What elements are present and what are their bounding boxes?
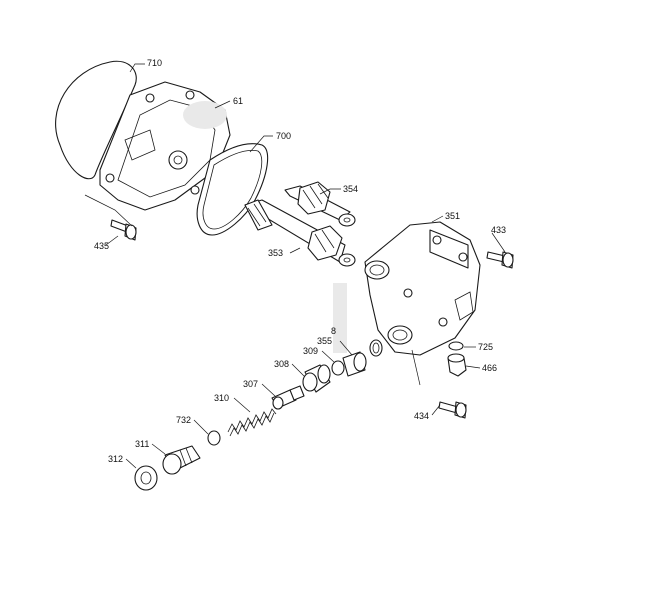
obscured-region-top bbox=[183, 101, 227, 129]
callout-307: 307 bbox=[243, 379, 258, 389]
o-ring-732 bbox=[207, 430, 221, 446]
callout-312: 312 bbox=[108, 454, 123, 464]
callout-309: 309 bbox=[303, 346, 318, 356]
callout-710: 710 bbox=[147, 58, 162, 68]
seal-725 bbox=[448, 341, 464, 351]
plug-311 bbox=[162, 445, 201, 475]
drive-shaft-353 bbox=[244, 199, 356, 267]
spring-310 bbox=[227, 408, 277, 437]
pump-body-351 bbox=[364, 221, 481, 356]
gear-shaft-354 bbox=[284, 181, 356, 227]
callout-8: 8 bbox=[331, 326, 336, 336]
callout-732: 732 bbox=[176, 415, 191, 425]
gasket-710 bbox=[55, 60, 137, 180]
callout-351: 351 bbox=[445, 211, 460, 221]
gasket-700 bbox=[196, 143, 269, 236]
bolt-433 bbox=[486, 251, 514, 269]
callout-308: 308 bbox=[274, 359, 289, 369]
callout-labels: 710 61 700 354 351 433 435 353 8 355 725… bbox=[94, 58, 506, 464]
callout-435: 435 bbox=[94, 241, 109, 251]
callout-725: 725 bbox=[478, 342, 493, 352]
callout-434: 434 bbox=[414, 411, 429, 421]
bolt-435 bbox=[110, 219, 137, 241]
o-ring-355 bbox=[369, 339, 383, 357]
callout-61: 61 bbox=[233, 96, 243, 106]
piston-307 bbox=[271, 385, 305, 410]
plug-466 bbox=[447, 353, 467, 377]
leader-lines bbox=[84, 63, 506, 469]
callout-353: 353 bbox=[268, 248, 283, 258]
washer-312 bbox=[134, 465, 158, 491]
seat-309 bbox=[331, 351, 367, 377]
callout-354: 354 bbox=[343, 184, 358, 194]
callout-311: 311 bbox=[135, 439, 149, 449]
sleeve-308 bbox=[302, 364, 331, 393]
obscured-region-middle bbox=[333, 283, 347, 353]
callout-700: 700 bbox=[276, 131, 291, 141]
bolt-434 bbox=[438, 401, 467, 419]
callout-466: 466 bbox=[482, 363, 497, 373]
callout-310: 310 bbox=[214, 393, 229, 403]
callout-355: 355 bbox=[317, 336, 332, 346]
callout-433: 433 bbox=[491, 225, 506, 235]
